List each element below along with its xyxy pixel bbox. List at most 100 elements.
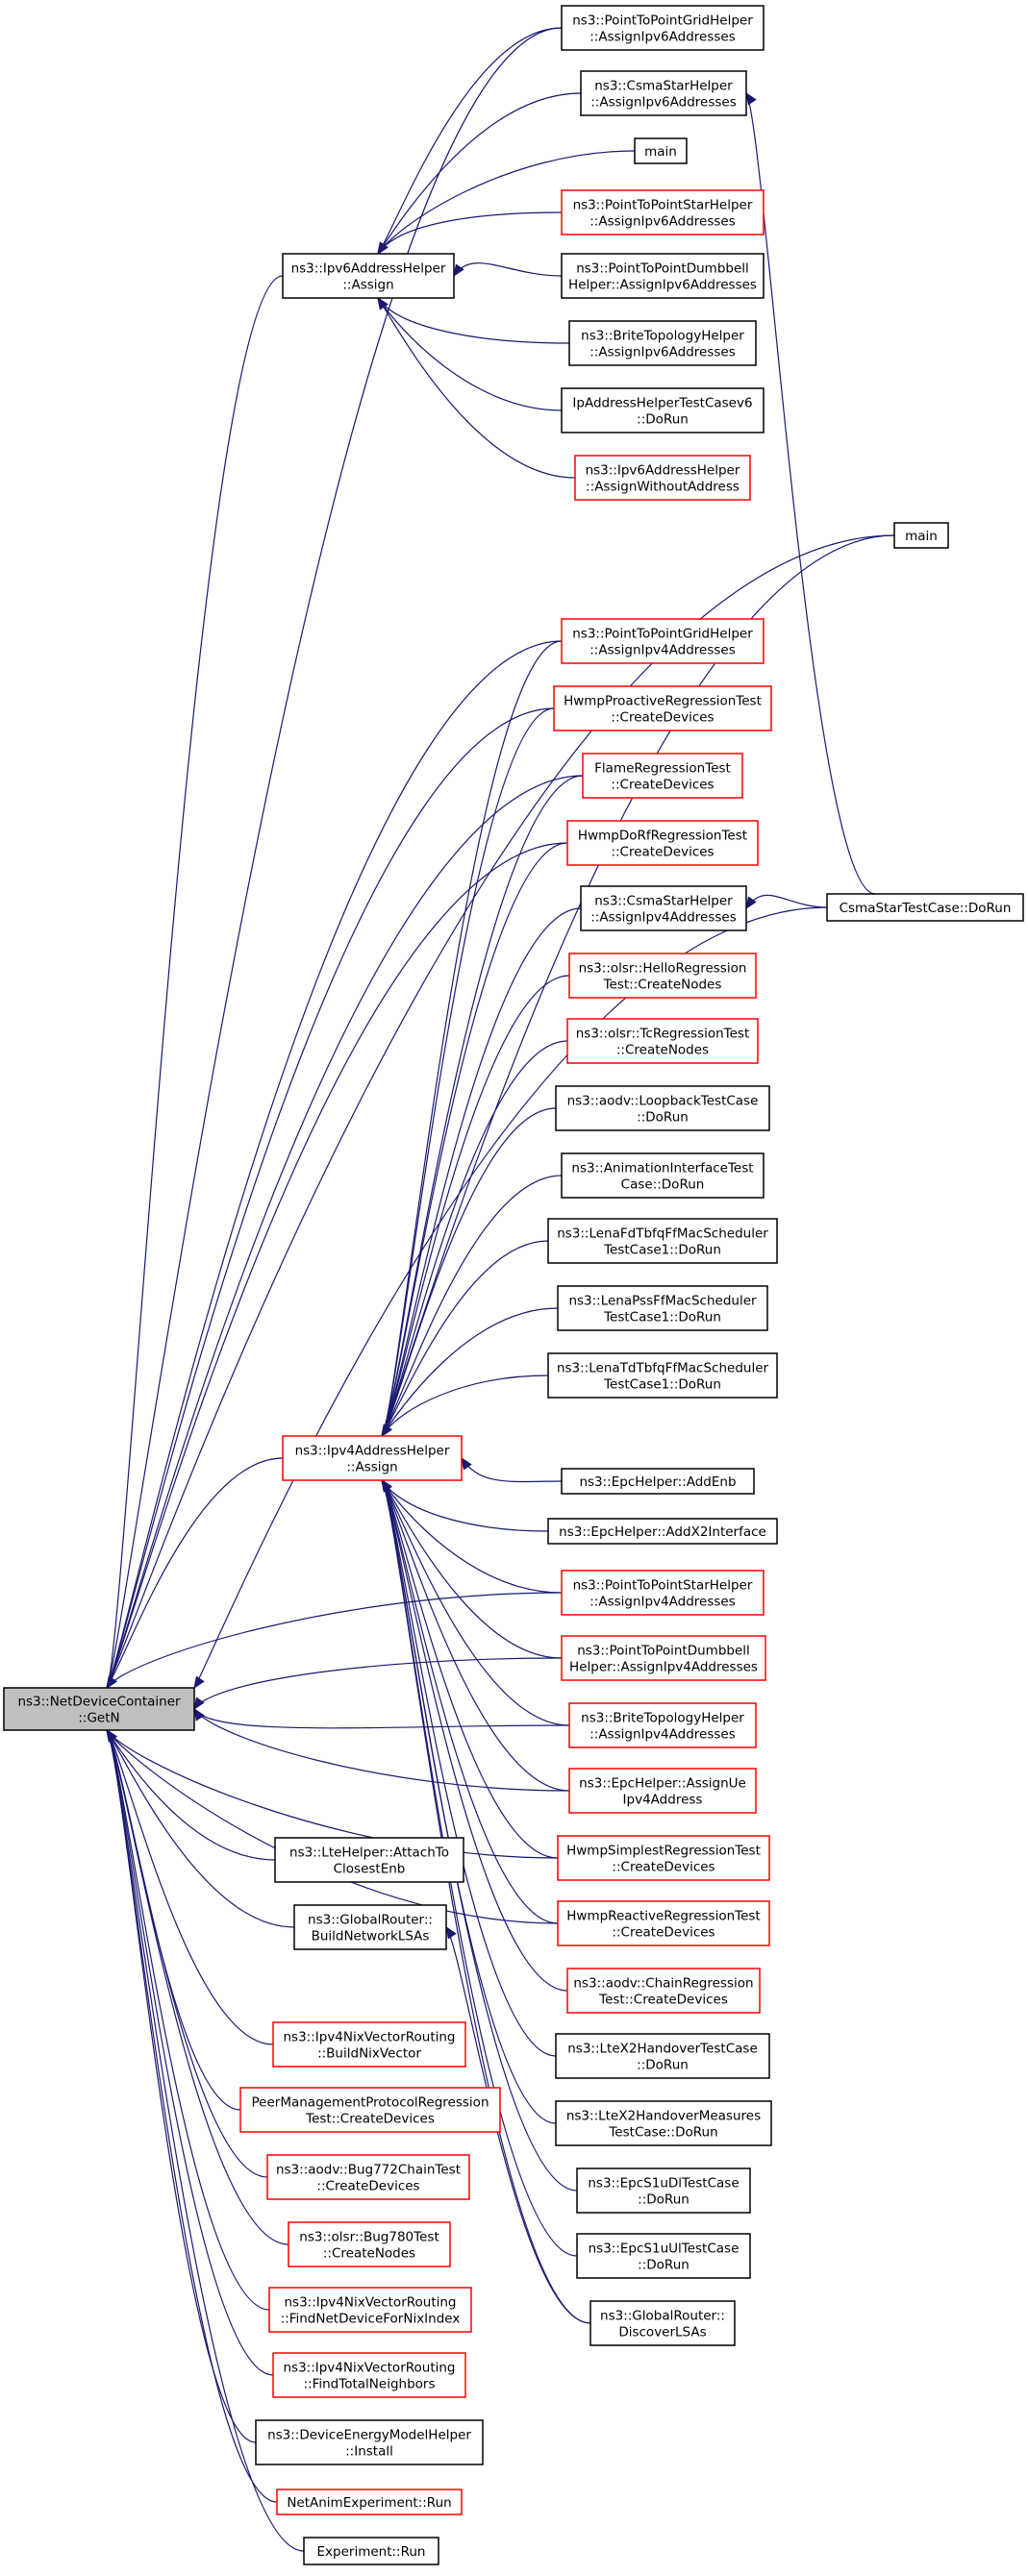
node-ipv6test[interactable]: IpAddressHelperTestCasev6::DoRun: [561, 387, 765, 433]
node-box[interactable]: [561, 1152, 765, 1199]
node-main2[interactable]: main: [893, 522, 949, 549]
node-p2pgrid6[interactable]: ns3::PointToPointGridHelper::AssignIpv6A…: [561, 5, 765, 51]
node-v6noaddr[interactable]: ns3::Ipv6AddressHelper::AssignWithoutAdd…: [574, 455, 751, 501]
node-box[interactable]: [547, 1218, 778, 1264]
node-box[interactable]: [566, 1968, 761, 2014]
node-nixneigh[interactable]: ns3::Ipv4NixVectorRouting::FindTotalNeig…: [272, 2352, 466, 2398]
node-box[interactable]: [547, 1518, 778, 1545]
node-lenafd[interactable]: ns3::LenaFdTbfqFfMacSchedulerTestCase1::…: [547, 1218, 778, 1264]
node-box[interactable]: [561, 1468, 755, 1495]
node-box[interactable]: [566, 820, 759, 866]
node-box[interactable]: [893, 522, 949, 549]
node-box[interactable]: [276, 2489, 463, 2515]
node-box[interactable]: [574, 455, 751, 501]
node-box[interactable]: [266, 2154, 470, 2200]
node-epcx2[interactable]: ns3::EpcHelper::AddX2Interface: [547, 1518, 778, 1545]
node-nixfind[interactable]: ns3::Ipv4NixVectorRouting::FindNetDevice…: [268, 2287, 472, 2333]
node-box[interactable]: [555, 1085, 770, 1131]
node-p2pdb6[interactable]: ns3::PointToPointDumbbellHelper::AssignI…: [561, 253, 765, 299]
node-p2pstar4[interactable]: ns3::PointToPointStarHelper::AssignIpv4A…: [561, 1570, 765, 1616]
node-box[interactable]: [568, 320, 757, 366]
node-epcenb[interactable]: ns3::EpcHelper::AddEnb: [561, 1468, 755, 1495]
node-netanim[interactable]: NetAnimExperiment::Run: [276, 2489, 463, 2515]
node-box[interactable]: [582, 753, 743, 799]
node-box[interactable]: [566, 1018, 759, 1064]
node-box[interactable]: [568, 1768, 757, 1814]
node-csmatest[interactable]: CsmaStarTestCase::DoRun: [826, 893, 1024, 922]
node-box[interactable]: [293, 1904, 447, 1950]
node-box[interactable]: [282, 1435, 463, 1481]
node-ltex2m[interactable]: ns3::LteX2HandoverMeasuresTestCase::DoRu…: [555, 2100, 772, 2146]
node-box[interactable]: [576, 2167, 751, 2214]
node-peermgmt[interactable]: PeerManagementProtocolRegressionTest::Cr…: [239, 2087, 501, 2133]
node-olsr780[interactable]: ns3::olsr::Bug780Test::CreateNodes: [288, 2221, 451, 2267]
node-box[interactable]: [634, 137, 688, 164]
node-csma4[interactable]: ns3::CsmaStarHelper::AssignIpv4Addresses: [580, 885, 747, 931]
node-brite6[interactable]: ns3::BriteTopologyHelper::AssignIpv6Addr…: [568, 320, 757, 366]
node-v4a[interactable]: ns3::Ipv4AddressHelper::Assign: [282, 1435, 463, 1481]
node-box[interactable]: [555, 2100, 772, 2146]
node-p2pstar6[interactable]: ns3::PointToPointStarHelper::AssignIpv6A…: [561, 189, 765, 235]
node-brite4[interactable]: ns3::BriteTopologyHelper::AssignIpv4Addr…: [568, 1702, 757, 1748]
node-box[interactable]: [561, 253, 765, 299]
node-hwmpproact[interactable]: HwmpProactiveRegressionTest::CreateDevic…: [553, 685, 772, 731]
node-box[interactable]: [553, 685, 772, 731]
node-olsrhello[interactable]: ns3::olsr::HelloRegressionTest::CreateNo…: [568, 953, 757, 999]
node-aodvchain[interactable]: ns3::aodv::ChainRegressionTest::CreateDe…: [566, 1968, 761, 2014]
node-v6a[interactable]: ns3::Ipv6AddressHelper::Assign: [282, 253, 455, 299]
node-box[interactable]: [561, 189, 765, 235]
node-lenapss[interactable]: ns3::LenaPssFfMacSchedulerTestCase1::DoR…: [557, 1285, 768, 1331]
node-box[interactable]: [3, 1687, 195, 1731]
node-root[interactable]: ns3::NetDeviceContainer::GetN: [3, 1687, 195, 1731]
node-box[interactable]: [274, 1837, 464, 1883]
node-box[interactable]: [561, 5, 765, 51]
node-box[interactable]: [568, 1702, 757, 1748]
node-box[interactable]: [255, 2419, 484, 2465]
node-box[interactable]: [239, 2087, 501, 2133]
node-main1[interactable]: main: [634, 137, 688, 164]
node-box[interactable]: [303, 2537, 439, 2565]
node-hwmpsimple[interactable]: HwmpSimplestRegressionTest::CreateDevice…: [557, 1835, 770, 1881]
node-p2pgrid4[interactable]: ns3::PointToPointGridHelper::AssignIpv4A…: [561, 618, 765, 664]
node-box[interactable]: [557, 1900, 770, 1946]
node-box[interactable]: [557, 1285, 768, 1331]
node-olsrtc[interactable]: ns3::olsr::TcRegressionTest::CreateNodes: [566, 1018, 759, 1064]
node-aodvloop[interactable]: ns3::aodv::LoopbackTestCase::DoRun: [555, 1085, 770, 1131]
node-grdisc[interactable]: ns3::GlobalRouter::DiscoverLSAs: [589, 2300, 736, 2346]
node-flame[interactable]: FlameRegressionTest::CreateDevices: [582, 753, 743, 799]
node-exprun[interactable]: Experiment::Run: [303, 2537, 439, 2565]
node-box[interactable]: [288, 2221, 451, 2267]
node-box[interactable]: [555, 2033, 770, 2079]
node-box[interactable]: [268, 2287, 472, 2333]
node-grbuild[interactable]: ns3::GlobalRouter::BuildNetworkLSAs: [293, 1904, 447, 1950]
node-box[interactable]: [561, 1635, 766, 1681]
node-hwmpreact[interactable]: HwmpReactiveRegressionTest::CreateDevice…: [557, 1900, 770, 1946]
node-aodv772[interactable]: ns3::aodv::Bug772ChainTest::CreateDevice…: [266, 2154, 470, 2200]
node-lenatd[interactable]: ns3::LenaTdTbfqFfMacSchedulerTestCase1::…: [547, 1352, 778, 1399]
node-box[interactable]: [589, 2300, 736, 2346]
node-box[interactable]: [568, 953, 757, 999]
node-csma6[interactable]: ns3::CsmaStarHelper::AssignIpv6Addresses: [580, 70, 747, 116]
node-box[interactable]: [272, 2021, 466, 2068]
node-box[interactable]: [282, 253, 455, 299]
node-box[interactable]: [557, 1835, 770, 1881]
node-box[interactable]: [826, 893, 1024, 922]
node-energy[interactable]: ns3::DeviceEnergyModelHelper::Install: [255, 2419, 484, 2465]
node-box[interactable]: [272, 2352, 466, 2398]
node-epcul[interactable]: ns3::EpcS1uUlTestCase::DoRun: [576, 2233, 751, 2279]
node-box[interactable]: [561, 387, 765, 433]
node-hwmpdorf[interactable]: HwmpDoRfRegressionTest::CreateDevices: [566, 820, 759, 866]
node-ltex2[interactable]: ns3::LteX2HandoverTestCase::DoRun: [555, 2033, 770, 2079]
node-box[interactable]: [561, 618, 765, 664]
node-box[interactable]: [580, 70, 747, 116]
node-p2pdb4[interactable]: ns3::PointToPointDumbbellHelper::AssignI…: [561, 1635, 766, 1681]
node-epcdl[interactable]: ns3::EpcS1uDlTestCase::DoRun: [576, 2167, 751, 2214]
node-box[interactable]: [561, 1570, 765, 1616]
node-nixbuild[interactable]: ns3::Ipv4NixVectorRouting::BuildNixVecto…: [272, 2021, 466, 2068]
node-box[interactable]: [547, 1352, 778, 1399]
node-box[interactable]: [576, 2233, 751, 2279]
node-box[interactable]: [580, 885, 747, 931]
